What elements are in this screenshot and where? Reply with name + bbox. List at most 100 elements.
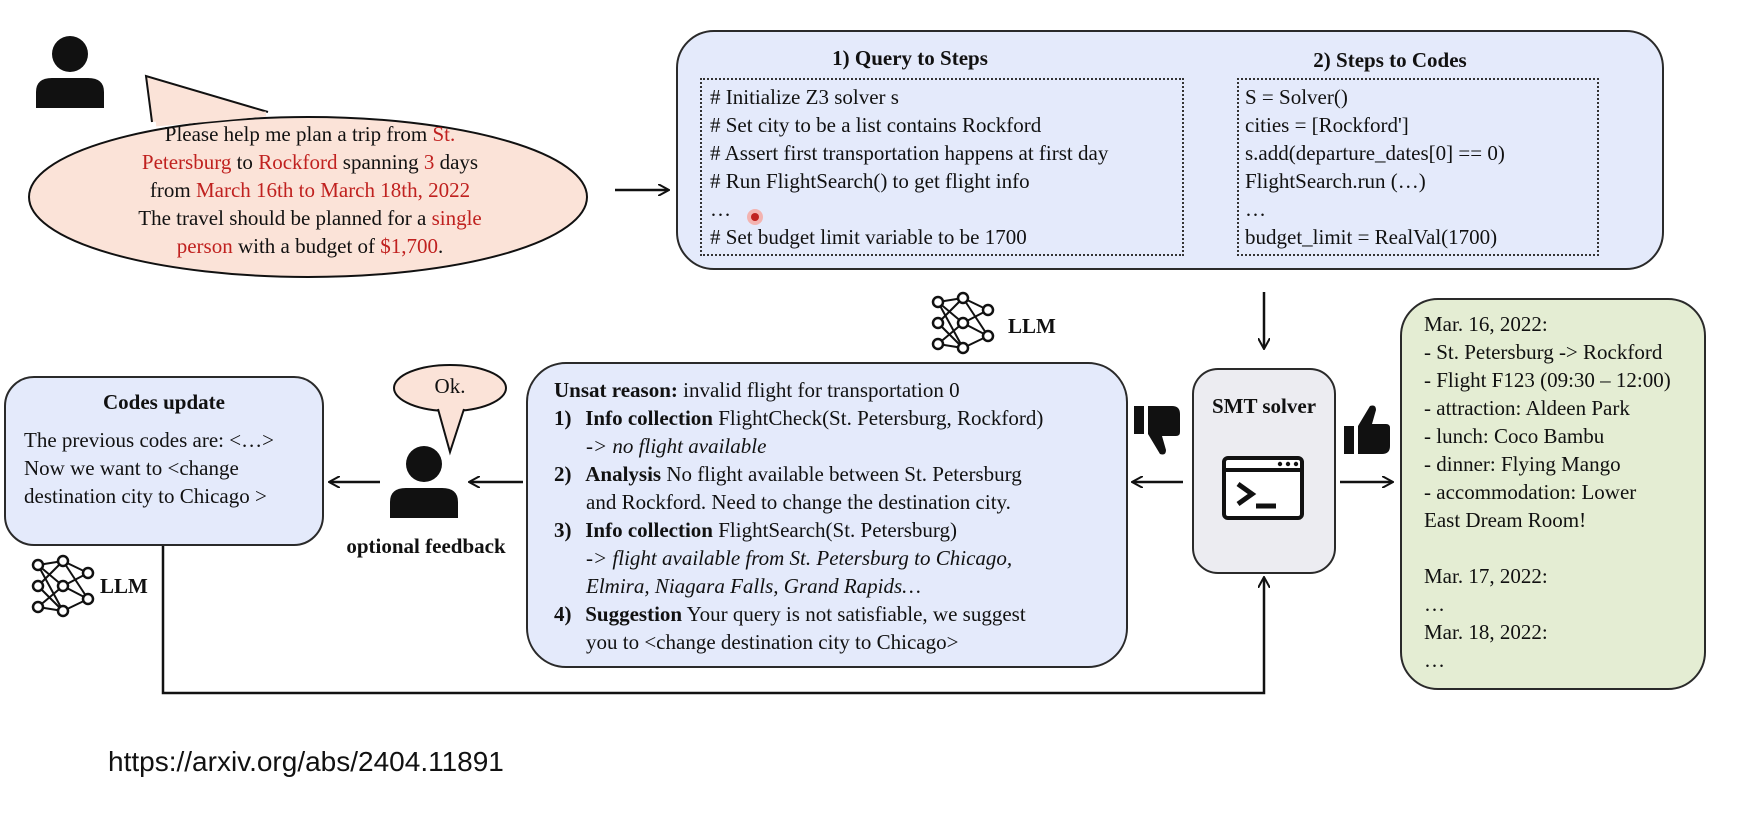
unsat-item: 2) Analysis No flight available between … xyxy=(554,460,1043,488)
unsat-item: 1) Info collection FlightCheck(St. Peter… xyxy=(554,404,1043,432)
unsat-item-number: 3) xyxy=(554,518,572,542)
unsat-item-text: FlightCheck(St. Petersburg, Rockford) xyxy=(712,406,1044,430)
smt-solver-box xyxy=(1192,368,1336,574)
code-line: budget_limit = RealVal(1700) xyxy=(1245,225,1498,249)
request-text-segment: with a budget of xyxy=(232,234,381,258)
unsat-item-label: Analysis xyxy=(585,462,662,486)
unsat-items: 1) Info collection FlightCheck(St. Peter… xyxy=(554,404,1043,656)
unsat-content: Unsat reason: invalid flight for transpo… xyxy=(554,376,1043,656)
feedback-user-icon xyxy=(390,446,458,518)
query-to-steps-box xyxy=(700,78,1184,256)
source-url: https://arxiv.org/abs/2404.11891 xyxy=(108,746,504,777)
request-text-segment: from xyxy=(149,178,196,202)
plan-line xyxy=(1424,534,1671,562)
plan-line: … xyxy=(1424,592,1445,616)
unsat-reason-panel xyxy=(526,362,1128,668)
codes-update-lines: The previous codes are: <…> Now we want … xyxy=(24,426,274,510)
plan-line: - Flight F123 (09:30 – 12:00) xyxy=(1424,368,1671,392)
step-line: # Set city to be a list contains Rockfor… xyxy=(710,113,1042,137)
codes-update-panel xyxy=(4,376,324,546)
llm-label: LLM xyxy=(1008,314,1056,338)
plan-line: - St. Petersburg -> Rockford xyxy=(1424,340,1663,364)
unsat-item-text: Your query is not satisfiable, we sugges… xyxy=(682,602,1026,626)
code-line: S = Solver() xyxy=(1245,85,1348,109)
plan-line: - accommodation: Lower xyxy=(1424,480,1637,504)
optional-feedback-label: optional feedback xyxy=(346,534,506,558)
unsat-item-number: 4) xyxy=(554,602,572,626)
request-highlight: 3 xyxy=(423,150,435,174)
query-to-code-panel xyxy=(676,30,1664,270)
request-text-segment: days xyxy=(434,150,479,174)
code-line: FlightSearch.run (…) xyxy=(1245,169,1426,193)
unsat-item-detail: and Rockford. Need to change the destina… xyxy=(586,490,1011,514)
neural-network-icon xyxy=(31,554,95,618)
unsat-item-text: FlightSearch(St. Petersburg) xyxy=(712,518,957,542)
unsat-header: Unsat reason: invalid flight for transpo… xyxy=(554,376,1043,404)
user-icon xyxy=(36,36,104,108)
step-line: … xyxy=(710,197,731,221)
step-line: # Set budget limit variable to be 1700 xyxy=(710,225,1027,249)
request-bubble-shape xyxy=(28,74,588,278)
unsat-item: 3) Info collection FlightSearch(St. Pete… xyxy=(554,516,1043,544)
travel-plan-panel xyxy=(1400,298,1706,690)
code-line: … xyxy=(1245,197,1266,221)
unsat-item-text: No flight available between St. Petersbu… xyxy=(661,462,1022,486)
request-highlight: $1,700 xyxy=(380,234,439,258)
unsat-header-text: invalid flight for transportation 0 xyxy=(677,378,960,402)
request-highlight: Rockford xyxy=(258,150,338,174)
ok-bubble-shape xyxy=(393,364,507,456)
codes-update-line: The previous codes are: <…> xyxy=(24,428,274,452)
terminal-icon xyxy=(1222,456,1304,520)
smt-solver-label: SMT solver xyxy=(1211,394,1317,418)
ok-bubble-text: Ok. xyxy=(434,374,466,398)
request-highlight: single xyxy=(431,206,482,230)
request-highlight: person xyxy=(176,234,233,258)
unsat-item-detail: Elmira, Niagara Falls, Grand Rapids… xyxy=(586,574,921,598)
plan-line: - attraction: Aldeen Park xyxy=(1424,396,1630,420)
codes-update-line: destination city to Chicago > xyxy=(24,484,267,508)
unsat-item-number: 1) xyxy=(554,406,572,430)
request-highlight: March 16th to March 18th, 2022 xyxy=(195,178,471,202)
plan-line: Mar. 16, 2022: xyxy=(1424,312,1548,336)
plan-line: Mar. 18, 2022: xyxy=(1424,620,1548,644)
cursor-marker-icon xyxy=(747,209,763,225)
request-text-segment: . xyxy=(438,234,444,258)
query-to-steps-title: 1) Query to Steps xyxy=(832,46,988,70)
travel-plan-lines: Mar. 16, 2022: - St. Petersburg -> Rockf… xyxy=(1424,310,1671,674)
request-text-segment: Please help me plan a trip from xyxy=(164,122,433,146)
plan-line: … xyxy=(1424,648,1445,672)
unsat-item-detail: you to <change destination city to Chica… xyxy=(586,630,959,654)
unsat-header-label: Unsat reason: xyxy=(554,378,678,402)
neural-network-icon xyxy=(931,291,995,355)
request-highlight: Petersburg xyxy=(141,150,232,174)
steps-to-codes-title: 2) Steps to Codes xyxy=(1313,48,1467,72)
code-line: cities = [Rockford'] xyxy=(1245,113,1409,137)
loop-back-line xyxy=(161,546,1264,695)
step-line: # Run FlightSearch() to get flight info xyxy=(710,169,1030,193)
unsat-item-detail: -> flight available from St. Petersburg … xyxy=(586,546,1013,570)
request-text-segment: to xyxy=(231,150,259,174)
unsat-item-detail: -> no flight available xyxy=(586,434,767,458)
request-text-segment: The travel should be planned for a xyxy=(138,206,432,230)
unsat-item: 4) Suggestion Your query is not satisfia… xyxy=(554,600,1043,628)
plan-line: Mar. 17, 2022: xyxy=(1424,564,1548,588)
plan-line: - lunch: Coco Bambu xyxy=(1424,424,1605,448)
user-request-text: Please help me plan a trip from St. Peter… xyxy=(60,120,560,260)
plan-line: East Dream Room! xyxy=(1424,508,1587,532)
llm-label: LLM xyxy=(100,574,148,598)
plan-line: - dinner: Flying Mango xyxy=(1424,452,1621,476)
code-line: s.add(departure_dates[0] == 0) xyxy=(1245,141,1505,165)
request-text-segment: spanning xyxy=(337,150,424,174)
codes-update-line: Now we want to <change xyxy=(24,456,239,480)
codes-update-title: Codes update xyxy=(103,390,225,414)
request-highlight: St. xyxy=(432,122,456,146)
thumbs-down-icon xyxy=(1134,406,1180,455)
unsat-item-label: Suggestion xyxy=(585,602,683,626)
unsat-item-label: Info collection xyxy=(585,518,713,542)
steps-to-codes-lines: S = Solver() cities = [Rockford'] s.add(… xyxy=(1245,83,1505,251)
unsat-item-label: Info collection xyxy=(585,406,713,430)
unsat-item-number: 2) xyxy=(554,462,572,486)
thumbs-up-icon xyxy=(1344,405,1390,454)
query-to-steps-lines: # Initialize Z3 solver s # Set city to b… xyxy=(710,83,1108,251)
steps-to-codes-box xyxy=(1237,78,1599,256)
